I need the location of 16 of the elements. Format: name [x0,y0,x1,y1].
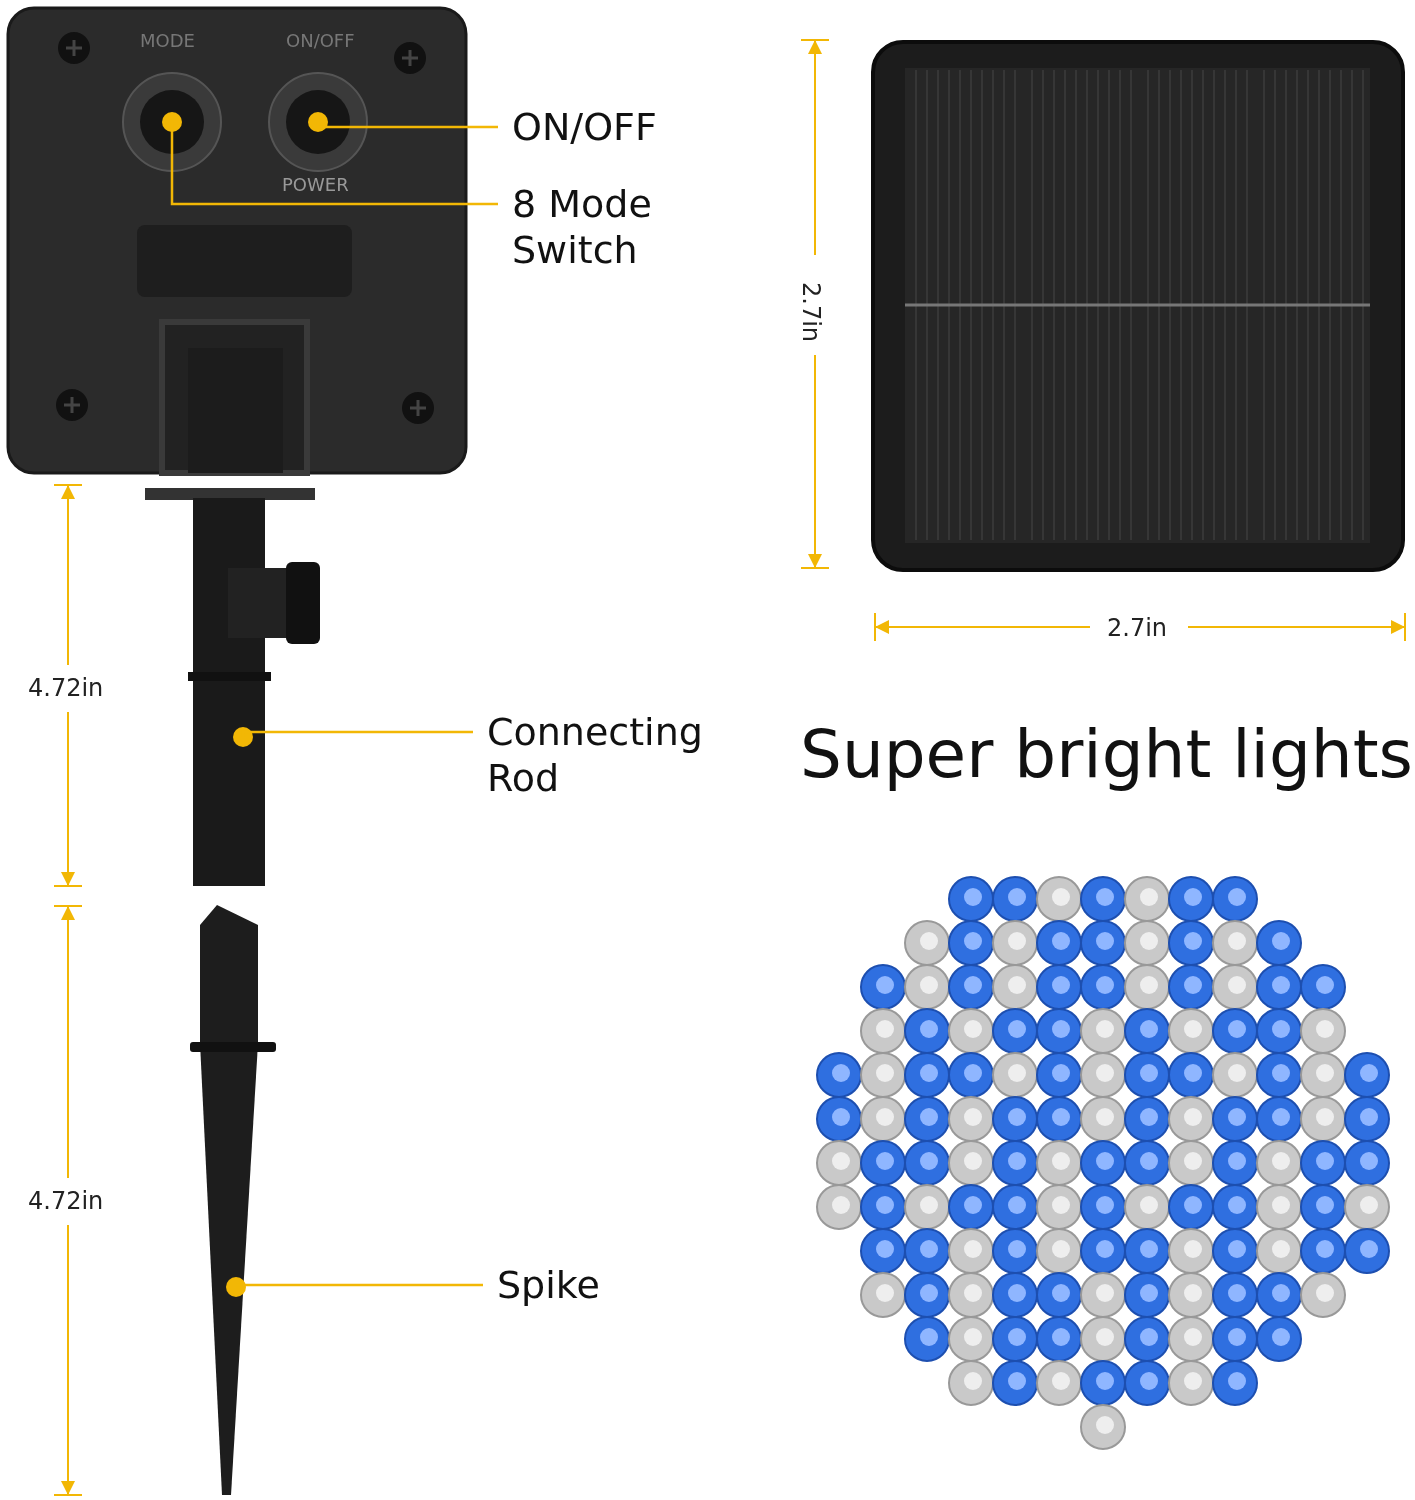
push-button [122,72,222,172]
ground-spike [190,903,276,1497]
dimension-label: 4.72in [28,674,104,702]
push-button [268,72,368,172]
connecting-rod [193,683,265,886]
dimension-label: 2.7in [797,282,825,343]
embossed-label: MODE [140,30,195,52]
part-label: Spike [497,1262,617,1308]
part-label: ON/OFF [512,104,712,150]
embossed-label: POWER [282,174,349,196]
dimension-label: 2.7in [1107,614,1168,642]
part-label: Connecting Rod [487,709,727,801]
heading: Super bright lights [800,715,1413,795]
dimension-label: 4.72in [28,1187,104,1215]
part-label: 8 Mode Switch [512,181,682,273]
embossed-label: ON/OFF [286,30,355,52]
